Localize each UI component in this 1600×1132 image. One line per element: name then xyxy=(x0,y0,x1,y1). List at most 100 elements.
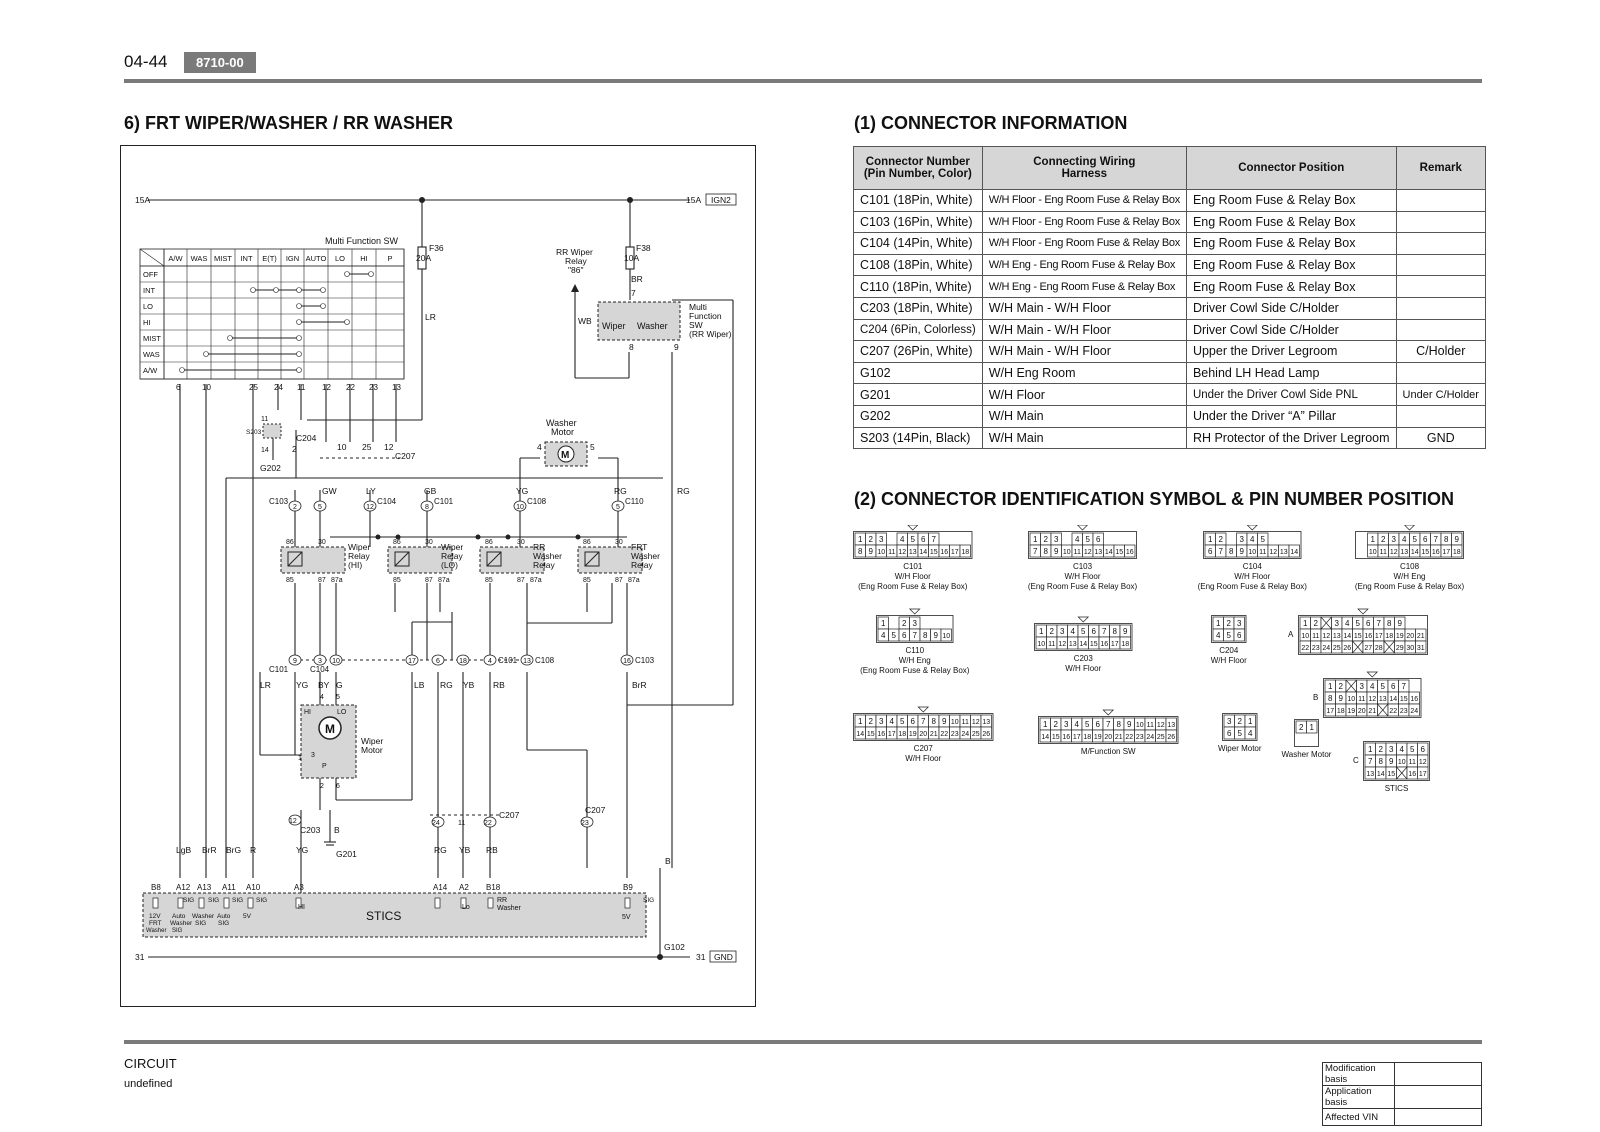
pin-c103-2-8: 15 xyxy=(1115,549,1123,556)
pin-stics_b-2-7: 15 xyxy=(1400,696,1408,703)
mfsw-col-8: HI xyxy=(360,254,368,263)
pin-stics_b-1-5: 5 xyxy=(1381,682,1386,691)
pin-stics_b-3-8: 24 xyxy=(1410,708,1418,715)
pin-c103-1-4: 4 xyxy=(1075,535,1080,544)
pin-c204-1-1: 2 xyxy=(1227,619,1232,628)
connector-label-c207-0: C207 xyxy=(914,744,934,753)
pin-c103-2-2: 9 xyxy=(1054,547,1059,556)
pin-c204-2-1: 5 xyxy=(1227,631,1232,640)
pin-mfsw-1-2: 3 xyxy=(1064,720,1069,729)
connector-info-table: Connector Number(Pin Number, Color)Conne… xyxy=(853,146,1486,450)
pin-stics_a-2-0: 10 xyxy=(1301,633,1309,640)
relay-lo-3: (LO) xyxy=(441,560,458,570)
table-row: C110 (18Pin, White)W/H Eng - Eng Room Fu… xyxy=(853,275,1486,298)
conn-row2-label-0: C101 xyxy=(269,665,289,674)
pin-mfsw-1-8: 9 xyxy=(1127,720,1132,729)
pin-c207-1-2: 3 xyxy=(879,717,884,726)
table-row: C101 (18Pin, White)W/H Floor - Eng Room … xyxy=(853,189,1486,212)
pin-c207-1-0: 1 xyxy=(858,717,863,726)
pin-c207-2-8: 22 xyxy=(940,731,948,738)
pin-stics_c-2-5: 12 xyxy=(1419,759,1427,766)
pin-mfsw-1-7: 8 xyxy=(1117,720,1122,729)
connector-label-c204-1: W/H Floor xyxy=(1211,656,1247,665)
conn-cell xyxy=(1395,361,1486,385)
stics-pin-A3: A3 xyxy=(294,883,304,892)
pin-c103-2-3: 10 xyxy=(1063,549,1071,556)
mod-value[interactable] xyxy=(1393,1108,1483,1126)
pin-c108-2-4: 14 xyxy=(1411,549,1419,556)
mod-value[interactable] xyxy=(1393,1062,1483,1086)
stics-label: STICS xyxy=(366,909,401,923)
c207-bot-22: 22 xyxy=(484,820,492,827)
wm-pin-4: 4 xyxy=(320,694,324,701)
relay0-pin85: 85 xyxy=(286,577,294,584)
pin-c104-1-0: 1 xyxy=(1208,535,1213,544)
pin-stics_c-3-4: 16 xyxy=(1408,771,1416,778)
stics-sig-1: SIG xyxy=(208,897,219,904)
pin-c104-1-5: 5 xyxy=(1261,535,1266,544)
pin-stics_a-2-6: 16 xyxy=(1364,633,1372,640)
f36-label: F36 xyxy=(429,243,444,253)
pin-9: 9 xyxy=(674,342,679,352)
conn-header-line: Harness xyxy=(1061,168,1107,180)
relay2-pin87: 87 xyxy=(517,577,525,584)
connector-info-table-wrap: Connector Number(Pin Number, Color)Conne… xyxy=(853,146,1486,450)
pin-c104-2-2: 8 xyxy=(1229,547,1234,556)
relay1-pin86: 86 xyxy=(393,539,401,546)
pin-stics_c-2-4: 11 xyxy=(1409,759,1416,766)
stics-5v: 5V xyxy=(622,914,631,921)
pin-stics_b-2-1: 9 xyxy=(1339,694,1344,703)
pin-c103-2-6: 13 xyxy=(1094,549,1102,556)
conn-row1-pin-2: 12 xyxy=(366,504,374,511)
pin-c203-2-4: 14 xyxy=(1079,641,1087,648)
conn-row2-label-1: C104 xyxy=(310,665,330,674)
pin-stics_a-2-4: 14 xyxy=(1343,633,1351,640)
conn-cell: C103 (16Pin, White) xyxy=(853,210,983,234)
pin-stics_c-3-5: 17 xyxy=(1419,771,1427,778)
pin-c108-2-7: 17 xyxy=(1442,549,1450,556)
conn-header-2: Connector Position xyxy=(1185,146,1397,190)
pin-stics_a-2-10: 20 xyxy=(1406,633,1414,640)
pin-c104-1-1: 2 xyxy=(1219,535,1224,544)
pin-c108-1-9: 9 xyxy=(1455,535,1460,544)
conn-cell: Driver Cowl Side C/Holder xyxy=(1185,318,1397,342)
pin-c207-2-7: 21 xyxy=(930,731,938,738)
pin-stics_a-1-6: 6 xyxy=(1366,619,1371,628)
pin-c203-1-1: 2 xyxy=(1050,627,1055,636)
mfsw-col-1: WAS xyxy=(191,254,208,263)
pin-mfsw-2-2: 16 xyxy=(1062,734,1070,741)
relay3-pin86: 86 xyxy=(583,539,591,546)
wire-gw: GW xyxy=(322,486,337,496)
pin-c108-1-8: 8 xyxy=(1444,535,1449,544)
wire-lr-2: LR xyxy=(260,680,271,690)
wire-brr: BrR xyxy=(632,680,647,690)
conn-cell xyxy=(1395,275,1486,298)
pin-wiper_motor-2-0: 6 xyxy=(1227,729,1232,738)
relay2-pin86: 86 xyxy=(485,539,493,546)
pin-c207-1-8: 9 xyxy=(942,717,947,726)
stics-pin-B9: B9 xyxy=(623,883,633,892)
conn-cell: Eng Room Fuse & Relay Box xyxy=(1185,210,1397,234)
pin-stics_c-2-0: 7 xyxy=(1368,757,1373,766)
connector-label-c110-1: W/H Eng xyxy=(899,656,931,665)
conn-row1-label-2: C104 xyxy=(377,497,397,506)
pin-c110-2-5: 9 xyxy=(934,631,939,640)
f36-rating: 20A xyxy=(416,253,431,263)
mod-value[interactable] xyxy=(1393,1085,1483,1109)
washer-switch-label: Washer xyxy=(637,321,668,331)
conn-header-line: Connecting Wiring xyxy=(1033,156,1136,168)
pin-c101-2-7: 15 xyxy=(930,549,938,556)
connector-prefix-stics_c: C xyxy=(1353,756,1359,765)
rr-relay-1: RR Wiper xyxy=(556,247,593,257)
pin-c101-2-10: 18 xyxy=(961,549,969,556)
pin-stics_c-2-2: 9 xyxy=(1389,757,1394,766)
pin-c207-2-0: 14 xyxy=(856,731,864,738)
pin-c101-1-4: 4 xyxy=(900,535,905,544)
pin-stics_a-2-8: 18 xyxy=(1385,633,1393,640)
conn-cell: C207 (26Pin, White) xyxy=(853,340,983,363)
pin-c203-2-6: 16 xyxy=(1100,641,1108,648)
pin-stics_c-3-0: 13 xyxy=(1366,771,1374,778)
